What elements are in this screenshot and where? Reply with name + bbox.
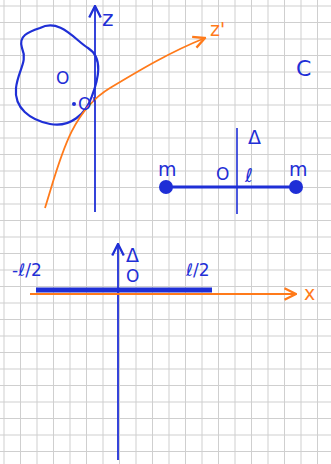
mass-label: m [289, 160, 308, 179]
grid-line [202, 0, 203, 464]
axis-label: x [304, 284, 315, 303]
grid-line [169, 0, 170, 464]
grid-line [0, 88, 331, 89]
grid-line [218, 0, 219, 464]
grid-line [103, 0, 104, 464]
grid-line [0, 435, 331, 436]
note-letter: C [296, 58, 311, 80]
point-mass [290, 181, 302, 193]
grid-line [0, 385, 331, 386]
grid-line [37, 0, 38, 464]
axis-label: z [102, 8, 114, 30]
rigid-body-blob [16, 25, 98, 124]
coordinate-label: ℓ/2 [186, 262, 210, 279]
grid-line [152, 0, 153, 464]
point-label: O' [78, 96, 96, 113]
grid-line [0, 6, 331, 7]
delta-axis [236, 128, 238, 214]
grid-line [0, 138, 331, 139]
grid-line [0, 418, 331, 419]
grid-line [0, 39, 331, 40]
grid-line [235, 0, 236, 464]
grid-line [0, 451, 331, 452]
grid-line [86, 0, 87, 464]
grid-line [0, 253, 331, 254]
axis-label: Δ [248, 128, 261, 147]
x-axis [30, 293, 296, 295]
grid-line [119, 0, 120, 464]
grid-line [0, 72, 331, 73]
rod [165, 186, 296, 189]
delta-axis [117, 244, 119, 460]
grid-line [0, 286, 331, 287]
grid-line [268, 0, 269, 464]
grid-line [0, 22, 331, 23]
grid-line [0, 154, 331, 155]
point-label: O [216, 166, 229, 183]
point-o-prime [72, 102, 76, 106]
grid-line [0, 319, 331, 320]
axis-label: z' [210, 20, 225, 39]
grid-line [4, 0, 5, 464]
thick-rod [36, 288, 212, 293]
axis-label: Δ [126, 246, 139, 265]
mass-label: m [158, 160, 177, 179]
grid-line [53, 0, 54, 464]
grid-line [251, 0, 252, 464]
grid-line [0, 105, 331, 106]
z-prime-axis [45, 38, 205, 208]
grid-line [0, 303, 331, 304]
grid-line [0, 369, 331, 370]
point-mass [160, 181, 172, 193]
coordinate-label: -ℓ/2 [12, 262, 42, 279]
grid-line [0, 270, 331, 271]
grid-line [185, 0, 186, 464]
grid-line [0, 402, 331, 403]
grid-line [317, 0, 318, 464]
grid-line [0, 352, 331, 353]
grid-line [70, 0, 71, 464]
point-label: O [56, 70, 69, 87]
point-label: O [126, 268, 139, 285]
grid-line [284, 0, 285, 464]
length-label: ℓ [245, 166, 253, 185]
grid-line [0, 121, 331, 122]
grid-line [0, 220, 331, 221]
grid-line [0, 237, 331, 238]
grid-line [136, 0, 137, 464]
grid-line [0, 204, 331, 205]
grid-line [0, 336, 331, 337]
